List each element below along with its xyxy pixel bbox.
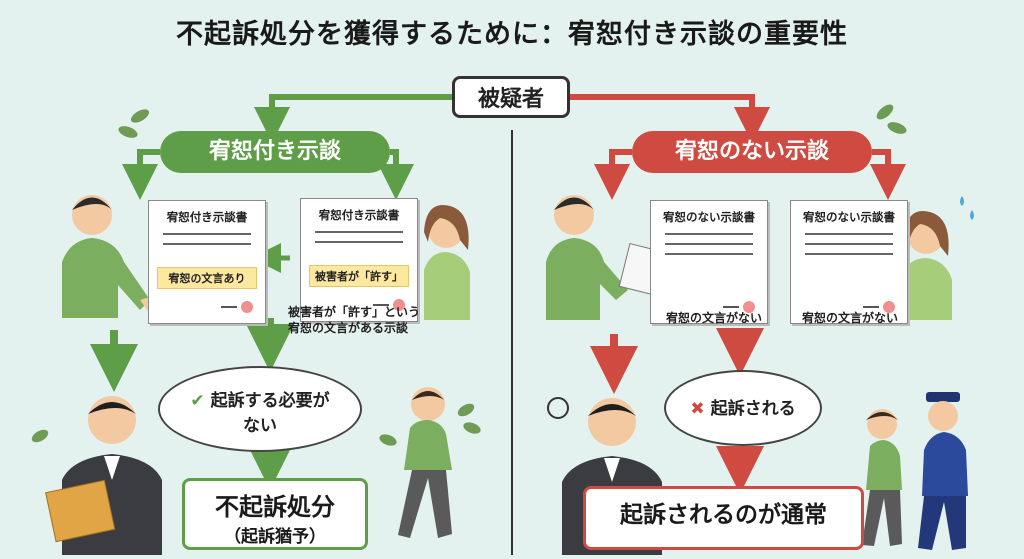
result-non-prosecution: 不起訴処分 （起訴猶予） [182,478,368,550]
settlement-document-left-2: 宥恕付き示談書 被害者が「許す」 [300,198,418,322]
document-title: 宥恕付き示談書 [166,210,248,224]
thought-bubble-prosecuted: ✖ 起訴される [664,370,822,446]
no-forgiveness-caption-1: 宥恕の文言がない [665,311,762,325]
arrow-suspect-to-left [254,94,452,143]
result-prosecution: 起訴されるのが通常 [583,486,864,550]
document-title: 宥恕のない示談書 [663,210,755,224]
settlement-document-left-1: 宥恕付き示談書 宥恕の文言あり [148,200,266,324]
arrow-left-split-left [122,149,160,200]
leaf-decoration-illustration [31,104,907,446]
document-highlight: 宥恕の文言あり [157,267,257,289]
arrow-left-split-right [378,149,414,200]
walking-man-illustration [398,387,452,538]
victim-woman-left-illustration [424,205,470,320]
settlement-document-right-2: 宥恕のない示談書 [790,200,908,324]
document-title: 宥恕のない示談書 [803,210,895,224]
victim-woman-right-illustration [900,196,974,320]
forgiveness-caption: 被害者が「許す」という 宥恕の文言がある示談 [288,304,438,336]
bubble-line-1: 起訴する必要が [210,391,330,411]
folders-illustration [45,479,116,543]
cross-icon: ✖ [690,399,705,419]
suspect-box: 被疑者 [452,76,570,118]
thought-bubble-no-need-to-prosecute: ✔ 起訴する必要が ない [158,366,362,452]
settlement-without-forgiveness-label: 宥恕のない示談 [632,131,872,173]
settlement-document-right-1: 宥恕のない示談書 [650,200,768,324]
page-title: 不起訴処分を獲得するために：宥恕付き示談の重要性 [176,19,848,50]
arrow-suspect-to-right [570,94,770,143]
bubble-line-2: ない [243,416,277,436]
document-title: 宥恕付き示談書 [318,208,400,222]
arrow-right-split-right [870,149,906,200]
suspect-man-left-illustration [62,195,150,318]
check-icon: ✔ [190,391,205,411]
caption-line-2: 宥恕の文言がある示談 [288,321,409,335]
result-line-1: 不起訴処分 [215,493,335,521]
businessman-left-illustration [45,396,162,555]
caption-line-1: 被害者が「許す」という [288,305,421,319]
police-officer-illustration [918,392,968,550]
settlement-with-forgiveness-label: 宥恕付き示談 [160,131,390,173]
no-forgiveness-caption-2: 宥恕の文言がない [801,311,898,325]
bubble-text: 起訴される [710,399,796,419]
document-highlight: 被害者が「許す」 [309,265,409,287]
arrested-man-illustration [862,409,902,546]
result-line-2: （起訴猶予） [224,527,326,547]
arrow-right-split-left [594,149,632,200]
stress-scribble-icon [547,397,569,419]
